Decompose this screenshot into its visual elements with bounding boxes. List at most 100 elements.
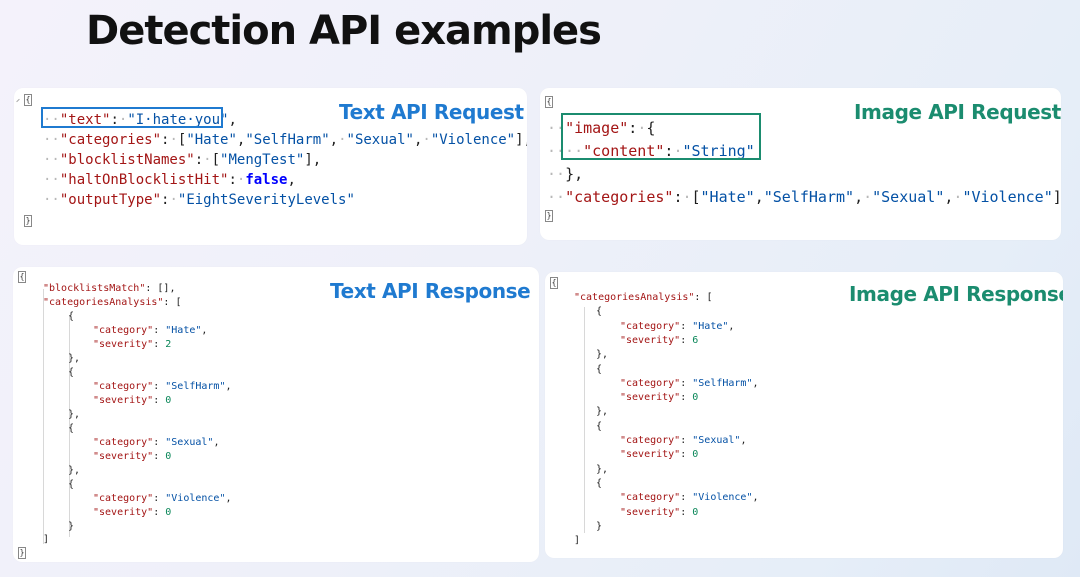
code-token: : [153, 325, 166, 336]
code-token: { [68, 367, 75, 378]
code-line: "blocklistsMatch": [], [43, 282, 175, 296]
code-token: "text" [59, 112, 111, 128]
code-token: "severity" [93, 451, 154, 462]
code-token: · [682, 188, 692, 206]
code-token: "Sexual" [346, 132, 414, 148]
code-token: "haltOnBlocklistHit" [59, 172, 229, 188]
image-response-panel: { "categoriesAnalysis": [{"category": "H… [545, 272, 1063, 558]
code-token: "outputType" [59, 192, 162, 208]
code-token: , [213, 437, 220, 448]
code-token: , [225, 381, 232, 392]
code-token: , [754, 188, 764, 206]
text-request-panel: { ··"text":·"I·hate·you",··"categories":… [14, 88, 527, 245]
code-line: "category": "Violence", [93, 492, 232, 506]
fold-glyph-icon: } [545, 210, 553, 222]
panel-label: Text API Response [330, 279, 531, 303]
code-line: "severity": 0 [620, 391, 698, 405]
code-token: { [596, 306, 603, 318]
code-token: }, [68, 353, 81, 364]
code-token: , [413, 132, 423, 148]
code-token: "severity" [93, 339, 154, 350]
code-token: ] [1052, 188, 1061, 206]
code-line: { [596, 420, 602, 434]
code-token: : [], [145, 283, 176, 294]
code-token: "SelfHarm" [165, 381, 226, 392]
code-token: : [228, 172, 237, 188]
code-token: "Sexual" [165, 437, 214, 448]
code-line: ··"blocklistNames":·["MengTest"], [43, 150, 321, 170]
code-token: "Violence" [430, 132, 516, 148]
code-token: "category" [620, 320, 681, 332]
code-token: "image" [565, 119, 629, 137]
code-line: }, [596, 405, 608, 419]
code-line: { [68, 478, 74, 492]
code-token: { [596, 420, 603, 432]
code-token: false [245, 172, 288, 188]
fold-glyph-icon: } [18, 547, 26, 559]
code-token: "SelfHarm" [245, 132, 330, 148]
code-token: "severity" [620, 392, 681, 404]
code-token: 0 [165, 451, 172, 462]
code-token: : [680, 334, 693, 346]
indent-guide [69, 315, 70, 537]
code-line: { [68, 422, 74, 436]
whitespace-marker: ·· [547, 165, 566, 183]
code-token: "category" [620, 377, 681, 389]
code-token: : [161, 192, 170, 208]
code-token: "categoriesAnalysis" [43, 297, 164, 308]
code-token: "blocklistNames" [59, 152, 195, 168]
code-token: · [673, 142, 683, 160]
code-line: { [596, 363, 602, 377]
code-token: : [628, 119, 638, 137]
panel-label: Image API Request [854, 100, 1061, 124]
code-line: }, [596, 348, 608, 362]
code-line: ] [43, 533, 49, 547]
code-token: : [161, 132, 170, 148]
code-line: "severity": 2 [93, 338, 171, 352]
code-token: , [752, 492, 759, 504]
fold-glyph-icon: { [24, 94, 32, 106]
code-token: ] [574, 535, 581, 547]
code-token: "severity" [620, 506, 681, 518]
code-line: "severity": 6 [620, 334, 698, 348]
code-token: : [680, 449, 693, 461]
code-line: "categoriesAnalysis": [ [574, 291, 712, 305]
code-token: "EightSeverityLevels" [177, 192, 355, 208]
code-line: ] [574, 534, 580, 548]
code-token: "I·hate·you" [127, 112, 229, 128]
code-token: [ [177, 132, 187, 148]
code-token: 2 [165, 339, 172, 350]
code-token: , [228, 112, 237, 128]
code-token: "Hate" [186, 132, 237, 148]
code-token: "Violence" [165, 493, 226, 504]
code-token: 0 [692, 449, 699, 461]
code-line: ··"text":·"I·hate·you", [43, 110, 237, 130]
code-token: "Hate" [700, 188, 755, 206]
code-token: "Sexual" [872, 188, 945, 206]
code-line: "severity": 0 [620, 506, 698, 520]
code-token: ], [304, 152, 322, 168]
open-brace: { [551, 278, 557, 287]
code-token: , [752, 377, 759, 389]
panel-label: Text API Request [339, 100, 524, 124]
whitespace-marker: ·· [43, 192, 60, 208]
code-line: }, [68, 408, 80, 422]
code-line: ··"image":·{ [547, 117, 655, 140]
code-line: } [596, 520, 602, 534]
code-token: "Violence" [692, 492, 753, 504]
code-token: "severity" [93, 507, 154, 518]
fold-glyph-icon: } [24, 215, 32, 227]
code-token: { [646, 119, 656, 137]
whitespace-marker: ···· [547, 142, 584, 160]
code-line: "category": "SelfHarm", [93, 380, 232, 394]
panel-label: Image API Response [849, 282, 1063, 306]
code-token: 0 [165, 395, 172, 406]
code-token: , [854, 188, 864, 206]
code-token: 6 [692, 334, 699, 346]
code-token: : [153, 381, 166, 392]
code-token: }, [68, 409, 81, 420]
code-token: · [118, 112, 128, 128]
code-token: "content" [583, 142, 665, 160]
code-token: "categoriesAnalysis" [574, 292, 695, 303]
code-line: "severity": 0 [93, 394, 171, 408]
